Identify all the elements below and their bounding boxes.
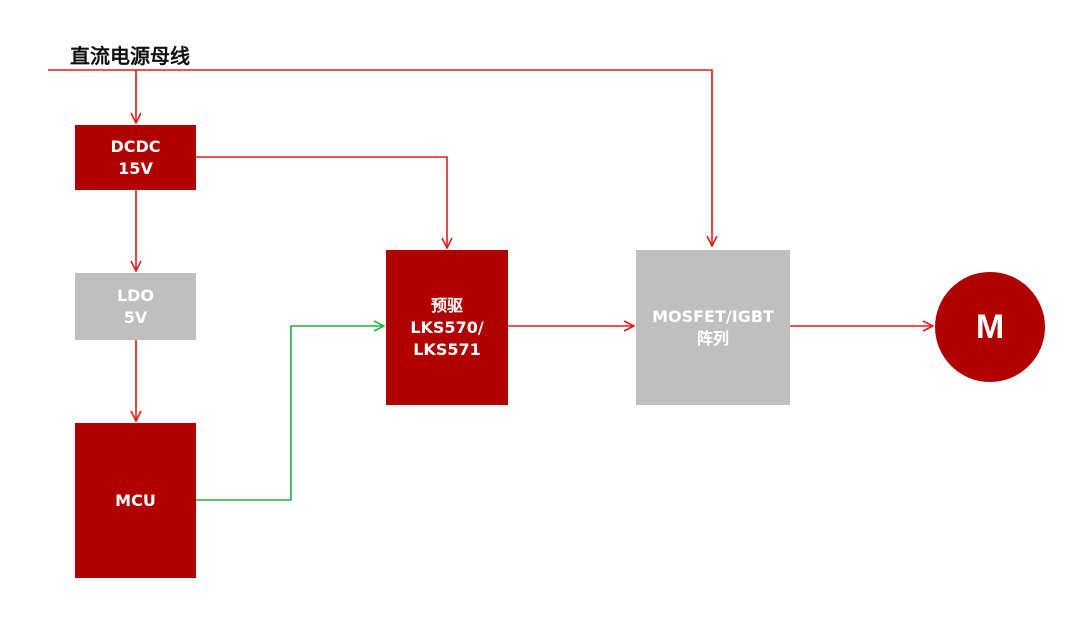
predriver-block: 预驱 LKS570/ LKS571 [386, 250, 508, 405]
dcdc-name: DCDC [110, 136, 161, 156]
mcu-name: MCU [115, 490, 156, 510]
mcu-to-predriver-signal [196, 326, 384, 501]
dc-bus-label: 直流电源母线 [70, 44, 190, 68]
motor-symbol: M [935, 272, 1045, 382]
dcdc-voltage: 15V [118, 158, 153, 178]
predriver-name: 预驱 [430, 295, 463, 315]
dcdc-block: DCDC 15V [75, 125, 196, 190]
dc-bus-line [48, 69, 712, 246]
ldo-name: LDO [116, 285, 155, 305]
mosfet-igbt-block: MOSFET/IGBT 阵列 [636, 250, 790, 405]
mcu-block: MCU [75, 423, 196, 578]
predriver-part-2: LKS571 [413, 339, 481, 359]
dcdc-to-predriver-arrow [196, 156, 447, 248]
ldo-block: LDO 5V [75, 273, 196, 340]
motor-label: M [975, 307, 1005, 346]
mosfet-array-label: 阵列 [696, 328, 729, 348]
ldo-voltage: 5V [123, 307, 148, 327]
mosfet-name: MOSFET/IGBT [652, 306, 774, 326]
predriver-part-1: LKS570/ [410, 317, 484, 337]
